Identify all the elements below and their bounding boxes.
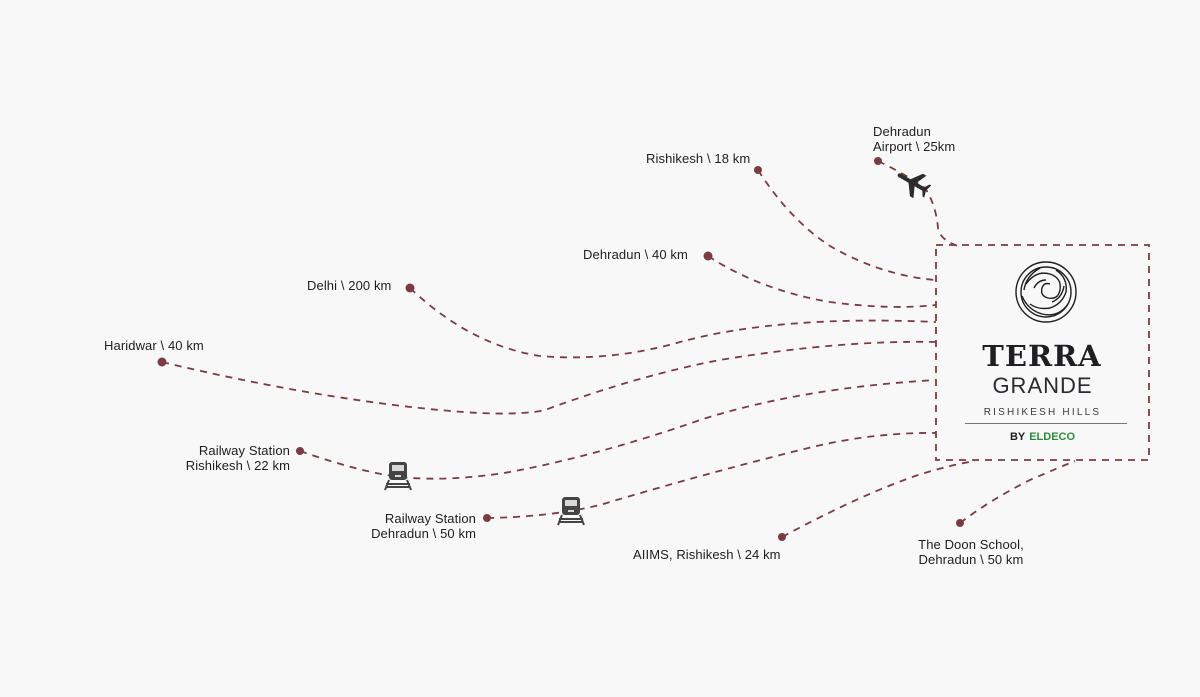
emblem-icon	[1015, 261, 1077, 323]
label-doon-school: The Doon School, Dehradun \ 50 km	[918, 537, 1024, 567]
route-haridwar	[161, 340, 937, 415]
dot-rly-rishikesh	[296, 447, 304, 455]
brand-divider	[965, 423, 1127, 424]
label-rly-dehradun: Railway Station Dehradun \ 50 km	[371, 511, 476, 541]
route-delhi	[409, 287, 937, 359]
brand-location: RISHIKESH HILLS	[983, 407, 1102, 418]
label-delhi: Delhi \ 200 km	[307, 278, 392, 293]
dot-airport	[874, 157, 882, 165]
dot-rly-dehradun	[483, 514, 491, 522]
brand-by: BY	[1009, 431, 1026, 443]
train-icon	[557, 497, 585, 526]
route-rly-dehradun	[486, 432, 937, 519]
label-haridwar: Haridwar \ 40 km	[104, 338, 204, 353]
label-rly-rishikesh: Railway Station Rishikesh \ 22 km	[185, 443, 290, 473]
train-icon	[384, 462, 412, 491]
route-dehradun	[707, 255, 937, 308]
label-rishikesh: Rishikesh \ 18 km	[646, 151, 751, 166]
route-doon-school	[959, 460, 1076, 524]
project-frame	[935, 244, 1150, 461]
dot-rishikesh	[754, 166, 762, 174]
dot-dehradun	[703, 251, 713, 261]
label-airport: Dehradun Airport \ 25km	[873, 124, 956, 154]
brand-grande: GRANDE	[992, 373, 1093, 398]
dot-doon-school	[956, 519, 964, 527]
airplane-icon	[897, 173, 932, 199]
label-aiims: AIIMS, Rishikesh \ 24 km	[633, 547, 781, 562]
route-aiims	[781, 460, 976, 538]
dot-aiims	[778, 533, 786, 541]
brand-eldeco: ELDECO	[1029, 431, 1076, 443]
dot-delhi	[405, 283, 415, 293]
dot-haridwar	[157, 357, 167, 367]
brand-terra: TERRA	[982, 339, 1102, 373]
route-airport	[877, 160, 959, 247]
label-dehradun: Dehradun \ 40 km	[583, 247, 688, 262]
route-rishikesh	[757, 169, 936, 281]
